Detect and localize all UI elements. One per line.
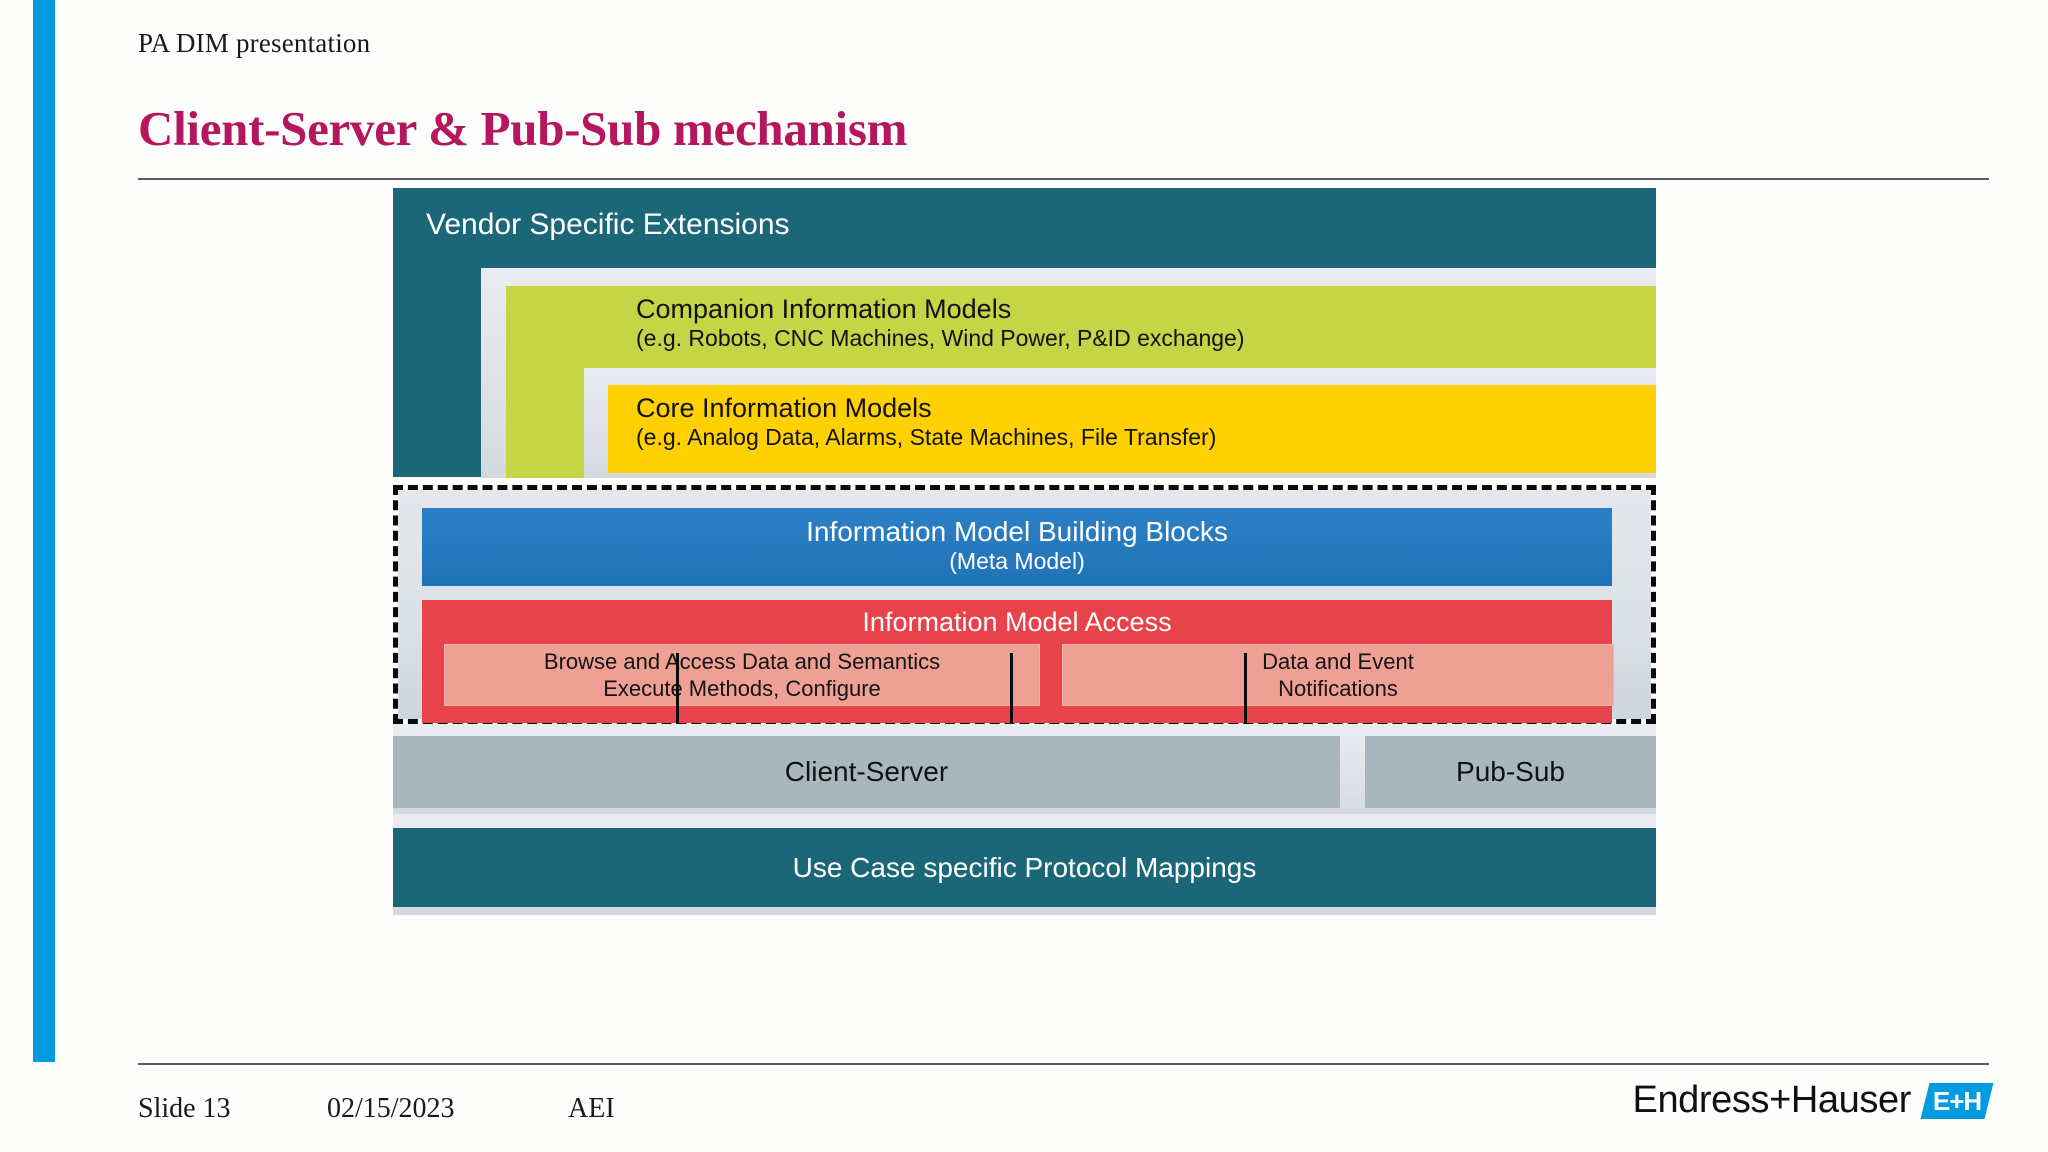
pub-sub-box: Pub-Sub	[1365, 736, 1656, 808]
core-text-group: Core Information Models (e.g. Analog Dat…	[636, 393, 1216, 451]
page-title: Client-Server & Pub-Sub mechanism	[138, 101, 908, 156]
slide-header: PA DIM presentation Client-Server & Pub-…	[138, 28, 1990, 157]
data-event-notifications-sub-box: Data and Event Notifications	[1062, 644, 1614, 706]
meta-model-subtitle: (Meta Model)	[949, 548, 1085, 575]
core-subtitle: (e.g. Analog Data, Alarms, State Machine…	[636, 424, 1217, 451]
information-model-building-blocks-box: Information Model Building Blocks (Meta …	[422, 508, 1612, 586]
companion-information-models-box: Companion Information Models (e.g. Robot…	[506, 286, 1656, 374]
information-model-access-box: Information Model Access Browse and Acce…	[422, 600, 1614, 723]
companion-text-group: Companion Information Models (e.g. Robot…	[636, 294, 1244, 352]
eh-monogram-text: E+H	[1932, 1085, 1982, 1115]
slide-date: 02/15/2023	[327, 1093, 455, 1124]
client-server-label: Client-Server	[784, 756, 949, 787]
footer-divider	[138, 1063, 1989, 1065]
vendor-specific-extensions-column	[393, 276, 481, 477]
presentation-name: PA DIM presentation	[138, 28, 371, 58]
pub-sub-label: Pub-Sub	[1456, 756, 1565, 787]
connector-line-browse-to-client-server	[676, 653, 679, 736]
connector-line-execute-to-client-server	[1010, 653, 1013, 736]
title-divider	[138, 178, 1989, 180]
slide-number: Slide 13	[138, 1093, 231, 1124]
architecture-diagram: Vendor Specific Extensions Companion Inf…	[393, 188, 1656, 1006]
dashed-zone-background: Information Model Building Blocks (Meta …	[398, 490, 1651, 723]
vendor-specific-extensions-box: Vendor Specific Extensions	[393, 188, 1656, 276]
protocol-mappings-label: Use Case specific Protocol Mappings	[792, 851, 1257, 883]
left-accent-bar	[33, 0, 55, 1062]
slide-author: AEI	[568, 1093, 615, 1124]
core-title: Core Information Models	[636, 393, 932, 423]
client-server-box: Client-Server	[393, 736, 1340, 808]
companion-information-models-column	[506, 374, 584, 478]
browse-access-line-1: Browse and Access Data and Semantics	[543, 648, 941, 674]
core-information-models-box: Core Information Models (e.g. Analog Dat…	[608, 385, 1656, 473]
use-case-protocol-mappings-box: Use Case specific Protocol Mappings	[393, 828, 1656, 907]
endress-hauser-logo: Endress+Hauser E+H	[1632, 1079, 1994, 1122]
opc-ua-scope-dashed-outline: Information Model Building Blocks (Meta …	[393, 485, 1656, 724]
slide-footer: Slide 13 02/15/2023 AEI Endress+Hauser E…	[138, 1079, 1994, 1141]
meta-model-title: Information Model Building Blocks	[806, 516, 1228, 547]
companion-subtitle: (e.g. Robots, CNC Machines, Wind Power, …	[636, 325, 1245, 352]
companion-title: Companion Information Models	[636, 294, 1012, 324]
connector-line-notifications-to-pub-sub	[1244, 653, 1247, 736]
browse-access-sub-box: Browse and Access Data and Semantics Exe…	[444, 644, 1040, 706]
vendor-specific-extensions-label: Vendor Specific Extensions	[426, 208, 790, 241]
data-event-line-2: Notifications	[1278, 676, 1398, 701]
data-event-line-1: Data and Event	[1262, 648, 1414, 674]
browse-access-line-2: Execute Methods, Configure	[603, 676, 881, 701]
logo-wordmark: Endress+Hauser	[1632, 1079, 1912, 1121]
eh-monogram-icon: E+H	[1920, 1082, 1994, 1119]
information-model-access-title: Information Model Access	[862, 607, 1172, 637]
